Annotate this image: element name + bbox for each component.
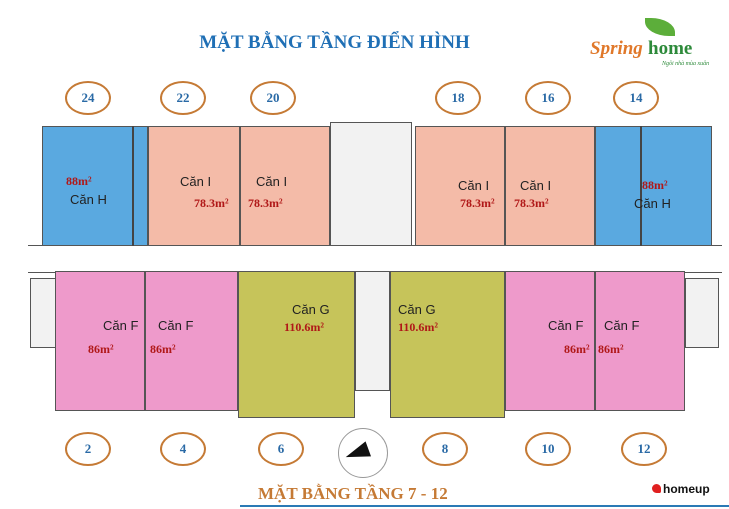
stair-right: [685, 278, 719, 348]
logo-brand-b: home: [648, 38, 693, 59]
unit-label: Căn H: [70, 192, 107, 207]
unit-label: Căn G: [398, 302, 436, 317]
unit-number: 20: [250, 81, 296, 115]
unit-label: Căn I: [256, 174, 288, 189]
unit-number: 16: [525, 81, 571, 115]
corridor: [28, 245, 722, 273]
unit-label: Căn F: [548, 318, 584, 333]
homeup-watermark: homeup: [652, 482, 710, 496]
floor-range-subtitle: MẶT BẰNG TẦNG 7 - 12: [258, 484, 448, 503]
area-label: 88m²: [66, 174, 92, 188]
area-label: 78.3m²: [194, 196, 229, 210]
unit-number: 10: [525, 432, 571, 466]
unit-g-8: [390, 271, 505, 418]
unit-i-20: [240, 126, 330, 246]
divider: [240, 505, 729, 507]
unit-number: 14: [613, 81, 659, 115]
unit-label: Căn I: [520, 178, 552, 193]
unit-label: Căn I: [458, 178, 490, 193]
area-label: 86m²: [150, 342, 176, 356]
unit-number: 22: [160, 81, 206, 115]
stair-left: [30, 278, 56, 348]
unit-h-24: [42, 126, 148, 246]
unit-label: Căn F: [158, 318, 194, 333]
unit-f-12: [595, 271, 685, 411]
unit-g-6: [238, 271, 355, 418]
area-label: 110.6m²: [398, 320, 438, 334]
unit-f-10: [505, 271, 595, 411]
page-title: MẶT BẰNG TẦNG ĐIỂN HÌNH: [199, 32, 470, 53]
springhome-logo: Spring home Ngôi nhà mùa xuân: [590, 18, 720, 78]
homeup-icon: [652, 484, 661, 493]
leaf-icon: [645, 18, 675, 36]
floor-plan: 88m² Căn H Căn I 78.3m² Căn I 78.3m² Căn…: [28, 122, 722, 418]
compass-icon: [338, 428, 388, 478]
watermark-text: homeup: [663, 482, 710, 496]
area-label: 78.3m²: [514, 196, 549, 210]
area-label: 78.3m²: [248, 196, 283, 210]
unit-number: 4: [160, 432, 206, 466]
unit-number: 2: [65, 432, 111, 466]
area-label: 86m²: [88, 342, 114, 356]
unit-h-14: [595, 126, 712, 246]
unit-label: Căn I: [180, 174, 212, 189]
unit-number: 6: [258, 432, 304, 466]
area-label: 110.6m²: [284, 320, 324, 334]
area-label: 88m²: [642, 178, 668, 192]
unit-f-2: [55, 271, 145, 411]
unit-number: 8: [422, 432, 468, 466]
wall: [132, 126, 134, 246]
area-label: 86m²: [598, 342, 624, 356]
unit-i-22: [148, 126, 240, 246]
unit-label: Căn F: [604, 318, 640, 333]
unit-number: 12: [621, 432, 667, 466]
area-label: 86m²: [564, 342, 590, 356]
unit-label: Căn F: [103, 318, 139, 333]
unit-i-18: [415, 126, 505, 246]
core-stairs-top: [330, 122, 412, 246]
logo-brand-a: Spring: [590, 38, 643, 59]
unit-f-4: [145, 271, 238, 411]
core-bottom: [355, 271, 390, 391]
area-label: 78.3m²: [460, 196, 495, 210]
logo-tagline: Ngôi nhà mùa xuân: [662, 61, 710, 67]
wall: [640, 126, 642, 246]
unit-label: Căn G: [292, 302, 330, 317]
unit-label: Căn H: [634, 196, 671, 211]
unit-number: 24: [65, 81, 111, 115]
unit-number: 18: [435, 81, 481, 115]
